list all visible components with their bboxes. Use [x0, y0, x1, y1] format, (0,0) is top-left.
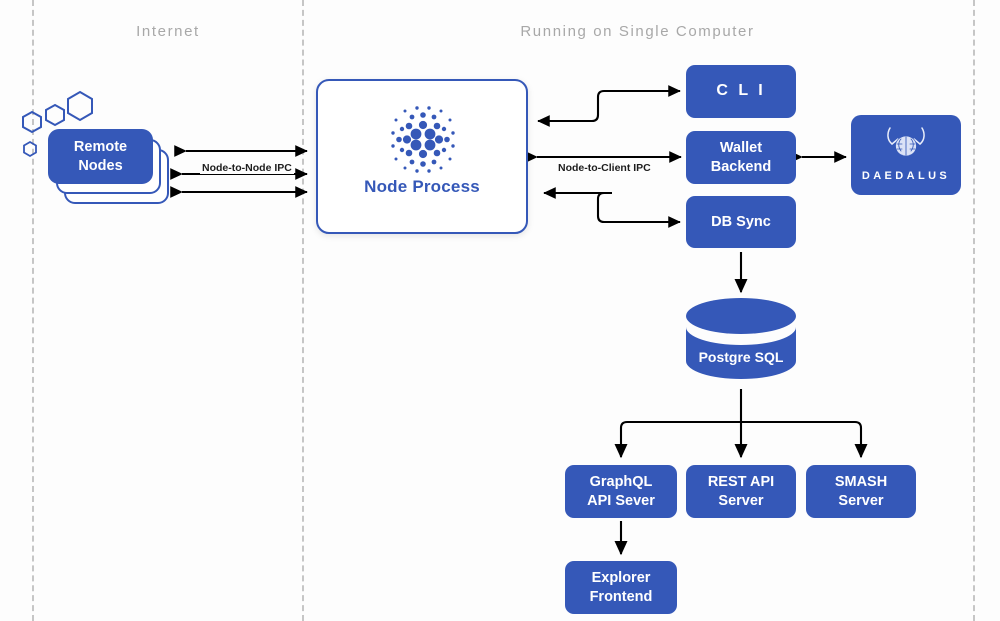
graphql-label-line2: API Sever [587, 492, 655, 509]
divider-right [973, 0, 975, 621]
db-sync-label: DB Sync [711, 213, 771, 230]
wallet-backend-box[interactable]: Wallet Backend [686, 131, 796, 184]
rest-api-server-box[interactable]: REST API Server [686, 465, 796, 518]
db-sync-box[interactable]: DB Sync [686, 196, 796, 248]
hexagon-icon-small [22, 110, 42, 134]
rest-api-label-line2: Server [718, 492, 764, 509]
cli-label: C L I [716, 82, 766, 100]
explorer-frontend-box[interactable]: Explorer Frontend [565, 561, 677, 614]
database-cylinder-icon [686, 298, 796, 379]
smash-label-line1: SMASH [834, 473, 888, 490]
explorer-label-line1: Explorer [591, 569, 651, 586]
rest-api-label-line1: REST API [707, 473, 775, 490]
divider-left [32, 0, 34, 621]
daedalus-label: DAEDALUS [861, 170, 951, 182]
daedalus-box[interactable]: DAEDALUS [851, 115, 961, 195]
graphql-api-server-box[interactable]: GraphQL API Sever [565, 465, 677, 518]
node-process-box[interactable]: Node Process [316, 79, 528, 234]
remote-nodes-label-line1: Remote [73, 138, 128, 155]
hexagon-icon-medium [45, 103, 65, 127]
postgres-label: Postgre SQL [698, 349, 784, 365]
arrow-node-process-to-cli [537, 85, 681, 127]
edge-label-node-to-client-ipc: Node-to-Client IPC [556, 162, 653, 174]
hexagon-icon-large [67, 90, 93, 122]
edge-label-node-to-node-ipc: Node-to-Node IPC [200, 162, 294, 174]
arrow-postgres-to-servers [614, 389, 868, 459]
postgres-cylinder[interactable]: Postgre SQL [686, 297, 796, 385]
divider-middle [302, 0, 304, 621]
smash-label-line2: Server [838, 492, 884, 509]
zone-title-single-computer: Running on Single Computer [520, 23, 755, 40]
daedalus-bull-brain-logo-icon [887, 127, 925, 160]
wallet-backend-label-line2: Backend [710, 158, 772, 175]
remote-nodes-label-line2: Nodes [78, 157, 123, 174]
smash-server-box[interactable]: SMASH Server [806, 465, 916, 518]
cli-box[interactable]: C L I [686, 65, 796, 118]
wallet-backend-label-line1: Wallet [719, 139, 763, 156]
explorer-label-line2: Frontend [589, 588, 653, 605]
arrow-node-process-to-db-sync [543, 187, 681, 228]
hexagon-cluster [22, 90, 93, 158]
cardano-dot-logo-icon [391, 106, 455, 173]
node-process-label: Node Process [364, 177, 480, 196]
zone-title-internet: Internet [136, 23, 200, 40]
hexagon-icon-tiny [23, 140, 37, 158]
remote-nodes-box[interactable]: Remote Nodes [48, 129, 153, 184]
graphql-label-line1: GraphQL [589, 473, 653, 490]
